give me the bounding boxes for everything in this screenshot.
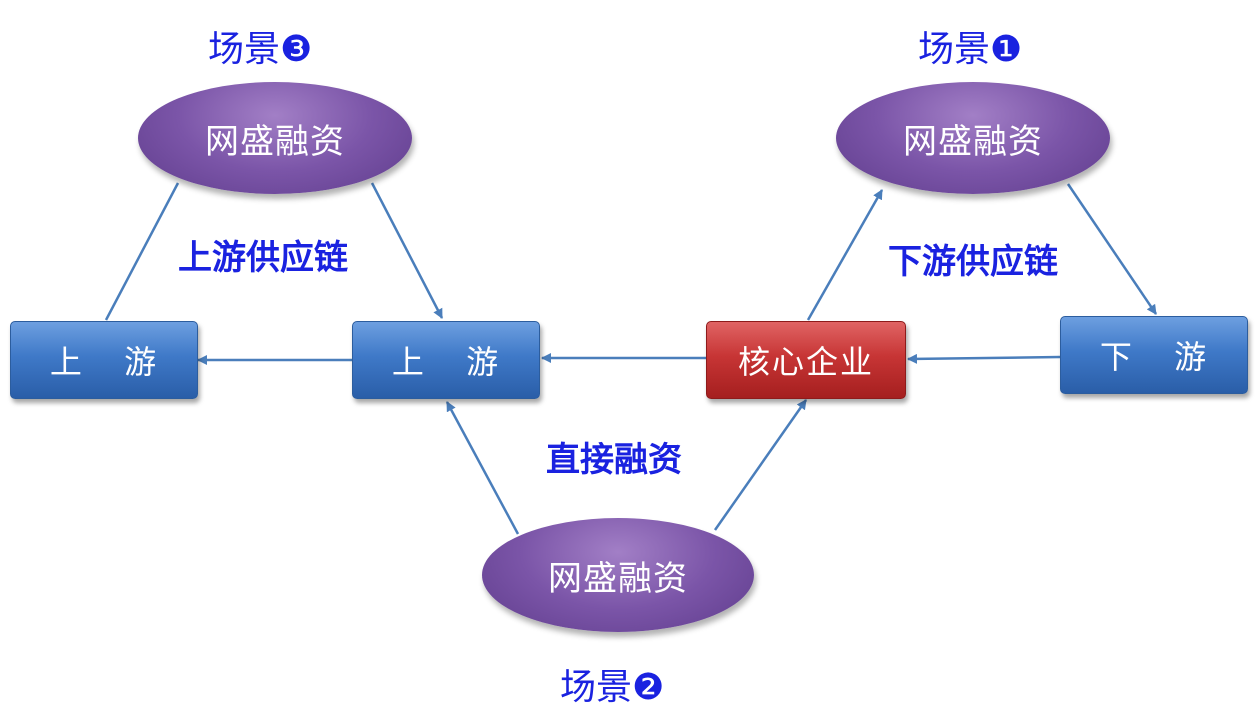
- upstream-far-box: 上 游: [10, 321, 198, 399]
- arrow-top-right-ellipse-to-downstream: [1066, 183, 1158, 315]
- downstream-chain-label: 下游供应链: [888, 242, 1058, 282]
- arrow-bottom-ellipse-to-core: [713, 399, 808, 531]
- ellipse-label: 网盛融资: [205, 121, 345, 162]
- box-label: 下 游: [1099, 338, 1209, 376]
- box-label: 上 游: [391, 343, 501, 381]
- arrow-downstream-to-core: [907, 353, 1061, 364]
- scene1-label: 场景❶: [918, 29, 1023, 70]
- arrow-bottom-ellipse-to-upstream-near: [445, 401, 520, 535]
- ellipse-label: 网盛融资: [548, 558, 688, 599]
- core-enterprise-box: 核心企业: [706, 321, 906, 399]
- scene3-label: 场景❸: [208, 29, 313, 70]
- financing-ellipse-top-right: 网盛融资: [836, 82, 1110, 194]
- financing-ellipse-top-left: 网盛融资: [138, 82, 412, 194]
- downstream-box: 下 游: [1060, 316, 1248, 394]
- direct-financing-label: 直接融资: [546, 440, 682, 480]
- arrow-top-left-ellipse-to-upstream-near: [370, 182, 444, 319]
- box-label: 上 游: [49, 343, 159, 381]
- upstream-near-box: 上 游: [352, 321, 540, 399]
- scene2-label: 场景❷: [560, 667, 665, 708]
- box-label: 核心企业: [737, 343, 874, 381]
- upstream-chain-label: 上游供应链: [178, 238, 348, 278]
- line-upstream-far-to-top-left-ellipse: [104, 182, 180, 321]
- arrow-core-to-top-right-ellipse: [806, 189, 884, 321]
- ellipse-label: 网盛融资: [903, 121, 1043, 162]
- financing-ellipse-bottom: 网盛融资: [482, 518, 754, 632]
